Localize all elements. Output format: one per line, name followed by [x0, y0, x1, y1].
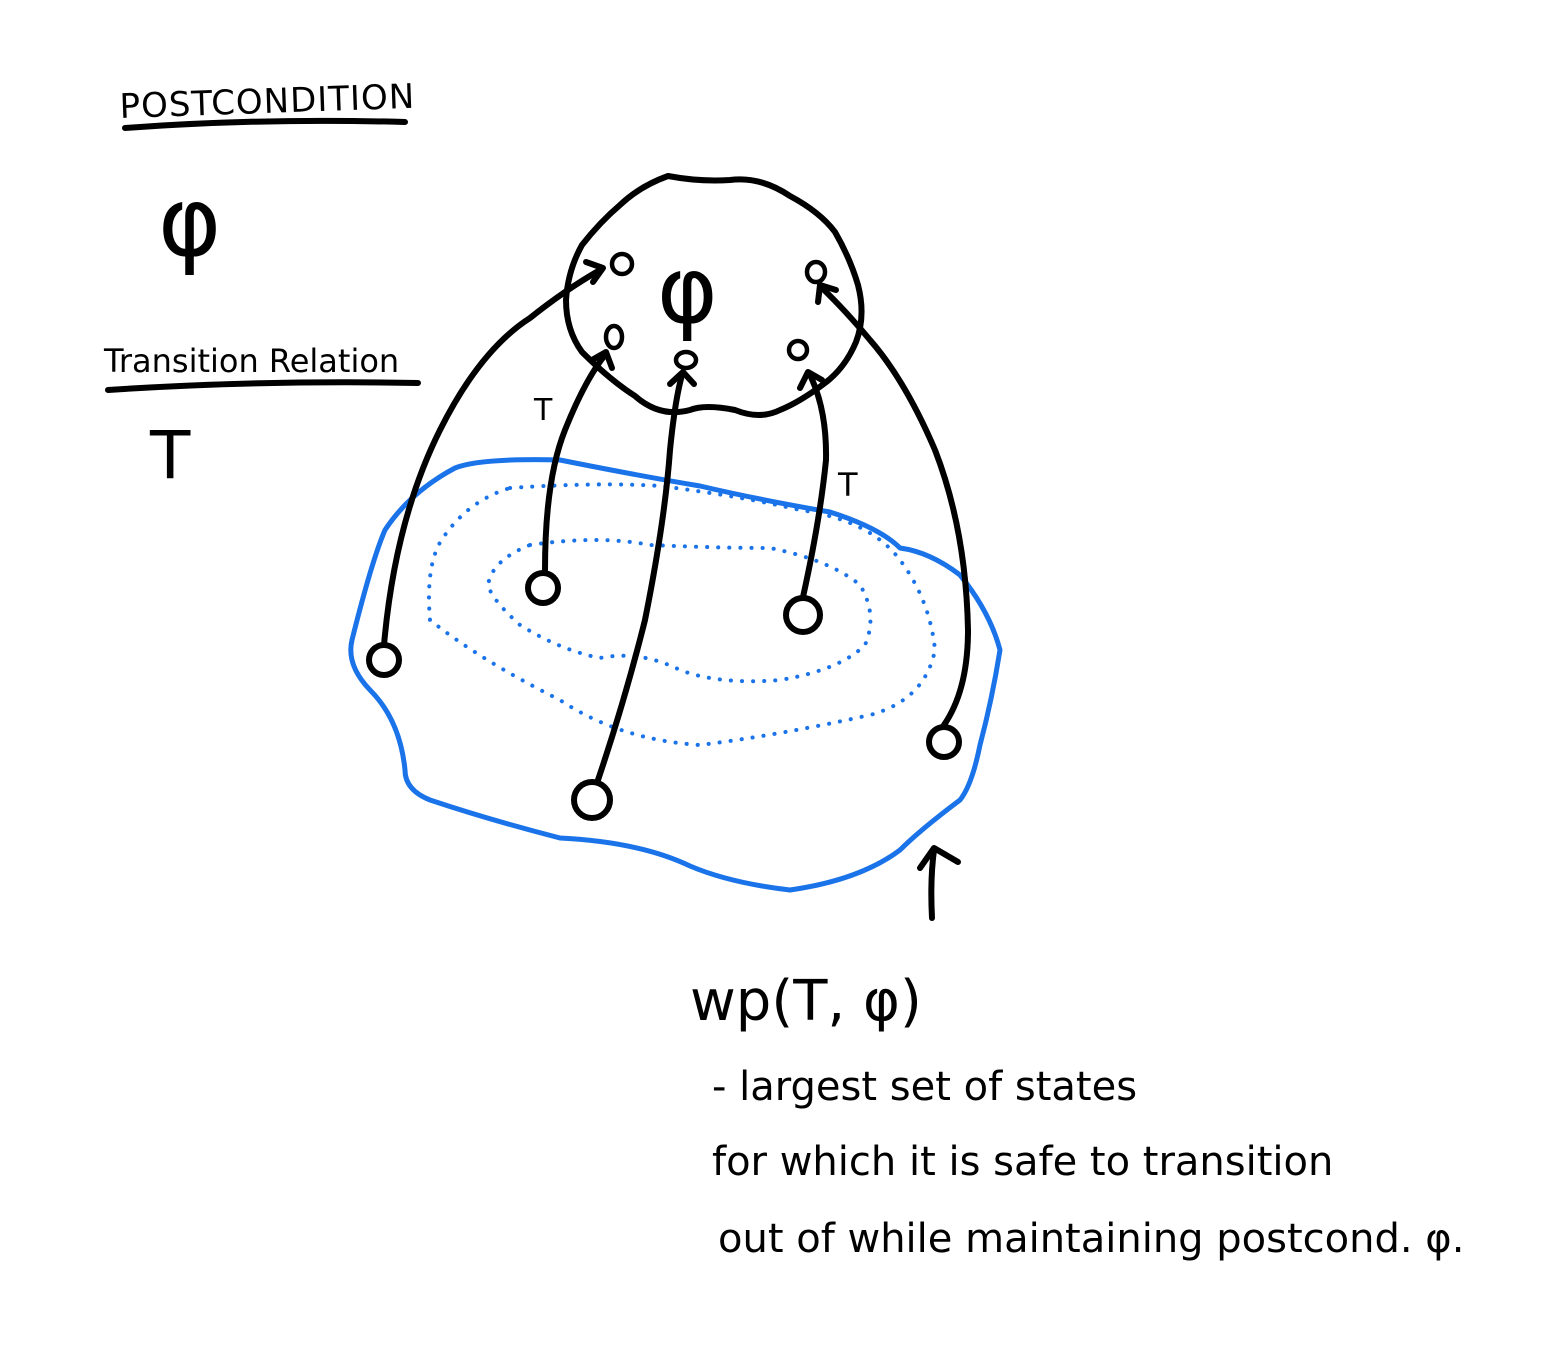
transition-heading: Transition Relation	[103, 342, 399, 380]
arrow-head	[797, 369, 825, 391]
arrow-head	[667, 369, 697, 387]
state-circle	[603, 323, 625, 351]
wp-label: wp(T, φ)	[690, 969, 922, 1034]
wp-description: - largest set of states for which it is …	[712, 1064, 1464, 1262]
phi-region-boundary	[563, 173, 865, 418]
wp-pointer	[917, 845, 961, 921]
edge-label-t: T	[837, 466, 858, 504]
state-circle	[571, 779, 613, 821]
transition-underline	[105, 379, 421, 393]
legend: POSTCONDITION φ Transition Relation T	[103, 77, 421, 494]
pointer-arrow	[928, 847, 937, 921]
transition-arrows: T T	[381, 259, 971, 783]
wp-states	[366, 570, 962, 821]
state-circle	[609, 251, 635, 277]
arrow-head	[583, 259, 606, 285]
state-circle	[786, 338, 810, 362]
postcondition-underline	[122, 117, 408, 131]
state-circle	[926, 724, 962, 760]
dotted-contour-inner	[485, 538, 873, 684]
state-circle	[366, 642, 402, 678]
transition-arrow	[819, 285, 971, 728]
state-circle	[804, 259, 828, 285]
inner-phi-symbol: φ	[657, 237, 718, 344]
phi-states	[603, 251, 828, 371]
state-circle	[783, 595, 823, 635]
arrow-head	[589, 349, 615, 371]
description-line: for which it is safe to transition	[712, 1139, 1333, 1185]
arrow-head	[917, 845, 961, 871]
transition-arrow	[595, 372, 685, 783]
wp-region-boundary	[348, 457, 1003, 893]
transition-arrow	[542, 352, 608, 573]
postcondition-symbol: φ	[158, 166, 221, 278]
description-line: - largest set of states	[712, 1064, 1137, 1110]
transition-arrow	[800, 372, 830, 600]
transition-symbol: T	[149, 417, 191, 494]
transition-arrow	[381, 267, 603, 648]
dotted-contour-outer	[427, 482, 938, 748]
edge-label-t: T	[533, 393, 553, 428]
arrow-head	[815, 282, 839, 305]
state-circle	[673, 349, 699, 371]
state-circle	[525, 570, 561, 606]
description-line: out of while maintaining postcond. φ.	[718, 1216, 1464, 1262]
